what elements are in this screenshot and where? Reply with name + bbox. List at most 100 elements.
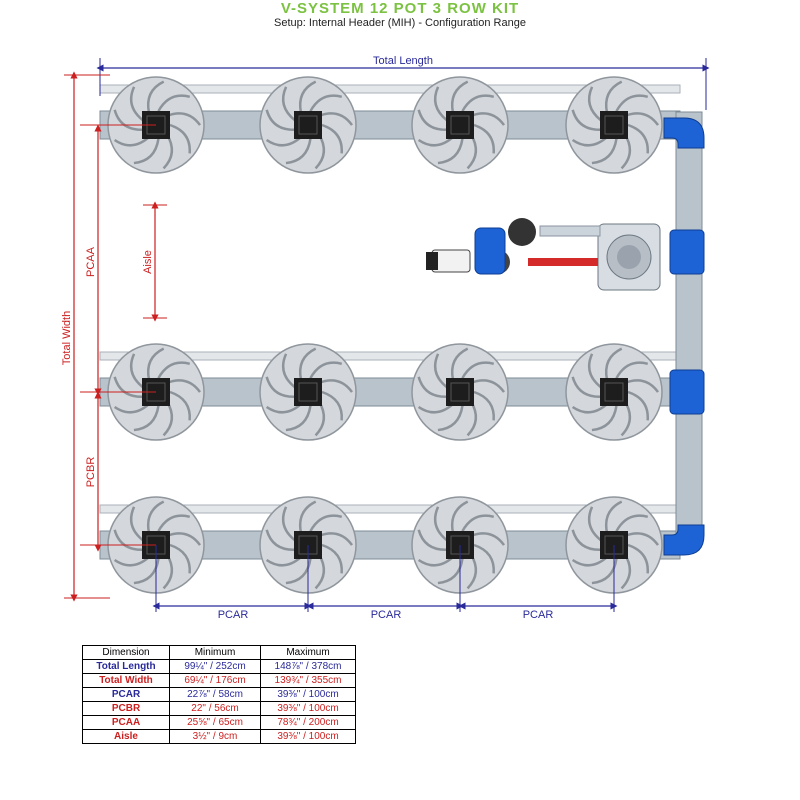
- pot-vane: [113, 556, 150, 567]
- pot-drain-grid: [450, 115, 470, 135]
- pot-vane: [166, 532, 202, 546]
- dimension-name: PCAR: [82, 687, 170, 702]
- pot-vane: [615, 514, 649, 532]
- pot-vane: [461, 514, 495, 532]
- pot-drain-icon: [600, 378, 628, 406]
- pot-vane: [147, 347, 165, 381]
- pot-vane: [571, 109, 601, 132]
- pot-vane: [605, 347, 623, 381]
- pot-vane: [627, 543, 649, 574]
- dimension-min: 25⅝" / 65cm: [169, 715, 261, 730]
- pot-vane: [166, 112, 202, 126]
- table-header: Maximum: [260, 645, 356, 660]
- pot-vane: [299, 500, 317, 534]
- dimension-min: 99¼" / 252cm: [169, 659, 261, 674]
- pot-vane: [417, 403, 454, 414]
- layout-diagram: Total Length Total Width PCAA Aisle PCBR…: [61, 55, 710, 621]
- pot-vane: [461, 94, 495, 112]
- pot-vane: [318, 112, 354, 126]
- aisle-label: Aisle: [142, 250, 154, 274]
- pcar-label: PCAR: [523, 609, 554, 621]
- total-width-label: Total Width: [61, 311, 73, 365]
- pot-vane: [157, 94, 191, 112]
- pot-drain-grid: [298, 115, 318, 135]
- dimension-max: 39⅜" / 100cm: [260, 701, 356, 716]
- pot-vane: [571, 556, 608, 567]
- pot-vane: [571, 403, 608, 414]
- pot-vane: [591, 138, 618, 165]
- pot-vane: [470, 379, 506, 393]
- pot-vane: [587, 86, 602, 122]
- dimension-name: PCAA: [82, 715, 170, 730]
- table-row: Total Length 99¼" / 252cm 148⅞" / 378cm: [82, 659, 356, 674]
- pot-grid: [107, 76, 663, 594]
- control-unit: [597, 223, 661, 291]
- pot-vane: [451, 347, 469, 381]
- header-pipe: [675, 111, 703, 545]
- pot-vane: [133, 405, 160, 432]
- pot-vane: [113, 136, 150, 147]
- header-elbow-bottom: [663, 524, 705, 556]
- pot-vane: [281, 353, 296, 389]
- dimension-name: Total Length: [82, 659, 170, 674]
- pot-vane: [417, 376, 447, 399]
- pot-vane: [451, 80, 469, 114]
- dimension-max: 139¾" / 355cm: [260, 673, 356, 688]
- dimension-min: 69¼" / 176cm: [169, 673, 261, 688]
- pot-vane: [451, 500, 469, 534]
- pot-drain-icon: [600, 111, 628, 139]
- pot-drain-grid: [298, 382, 318, 402]
- pot-vane: [571, 529, 601, 552]
- pot-vane: [281, 506, 296, 542]
- pot-vane: [129, 506, 144, 542]
- pot: [565, 76, 663, 174]
- pot-vane: [591, 405, 618, 432]
- dimension-name: PCBR: [82, 701, 170, 716]
- pot-vane: [265, 403, 302, 414]
- pot: [565, 343, 663, 441]
- pot-vane: [417, 136, 454, 147]
- pot-vane: [437, 558, 464, 585]
- dimension-min: 22⅞" / 58cm: [169, 687, 261, 702]
- pot-vane: [133, 138, 160, 165]
- pot-vane: [265, 529, 295, 552]
- pot-vane: [265, 109, 295, 132]
- pot-vane: [627, 123, 649, 154]
- pot-vane: [605, 500, 623, 534]
- pot-drain-grid: [450, 382, 470, 402]
- pump-body: [474, 227, 506, 275]
- pot-vane: [473, 123, 495, 154]
- dimension-max: 148⅞" / 378cm: [260, 659, 356, 674]
- pot-vane: [437, 405, 464, 432]
- dimension-max: 39⅜" / 100cm: [260, 729, 356, 744]
- pot-vane: [417, 109, 447, 132]
- pot-vane: [605, 80, 623, 114]
- table-row: PCBR 22" / 56cm 39⅜" / 100cm: [82, 701, 356, 716]
- pot-vane: [129, 353, 144, 389]
- pot-drain-icon: [446, 378, 474, 406]
- header-elbow-top: [663, 117, 705, 149]
- pot: [411, 343, 509, 441]
- dimension-name: Total Width: [82, 673, 170, 688]
- table-row: PCAA 25⅝" / 65cm 78¾" / 200cm: [82, 715, 356, 730]
- dimension-max: 39⅜" / 100cm: [260, 687, 356, 702]
- pcar-label: PCAR: [218, 609, 249, 621]
- pot-vane: [470, 532, 506, 546]
- pot-vane: [615, 361, 649, 379]
- pot: [411, 76, 509, 174]
- pot-vane: [169, 390, 191, 421]
- pot-vane: [437, 138, 464, 165]
- pot-vane: [470, 112, 506, 126]
- pot-vane: [166, 379, 202, 393]
- pot-vane: [169, 123, 191, 154]
- table-header-row: Dimension Minimum Maximum: [82, 645, 356, 660]
- pot-vane: [133, 558, 160, 585]
- pot-vane: [309, 514, 343, 532]
- pot-vane: [587, 506, 602, 542]
- table-header: Dimension: [82, 645, 170, 660]
- pot-vane: [433, 353, 448, 389]
- center-lines: [80, 124, 615, 612]
- pcbr-label: PCBR: [85, 457, 97, 488]
- pot-vane: [265, 556, 302, 567]
- tee-fitting: [669, 369, 705, 415]
